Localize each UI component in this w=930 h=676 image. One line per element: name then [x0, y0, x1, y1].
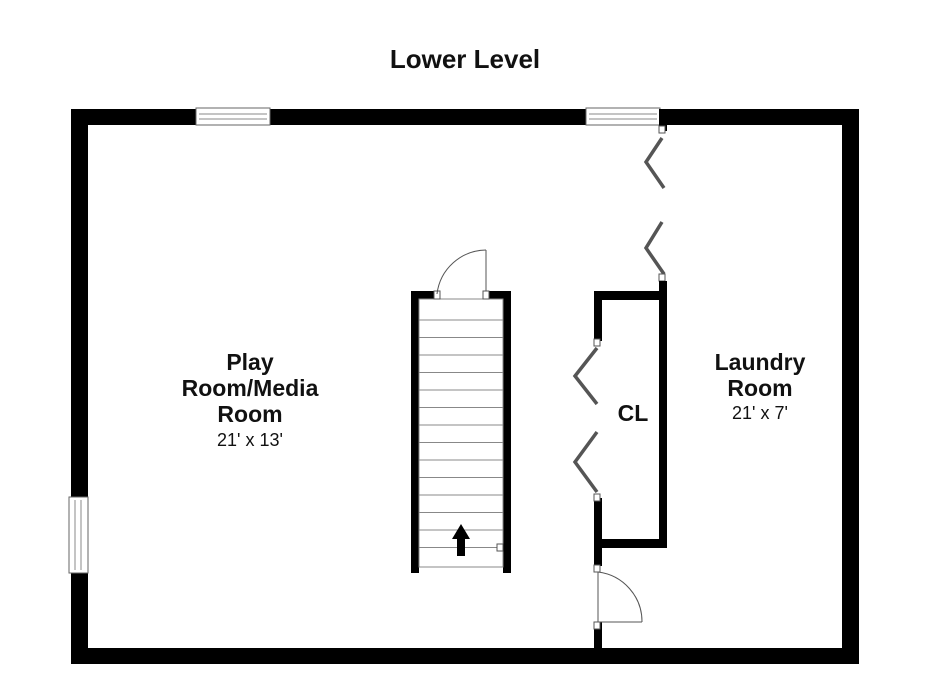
- closet-left-wall-lower: [594, 498, 602, 566]
- stair-up-arrow-icon: [452, 524, 470, 556]
- plan-title: Lower Level: [390, 44, 540, 74]
- bifold-door-laundry-upper: [643, 109, 667, 282]
- stair-left-wall: [411, 291, 419, 573]
- play-room-name-line-3: Room: [217, 401, 282, 427]
- closet-right-wall: [659, 281, 667, 548]
- laundry-room-name-line-1: Laundry: [715, 349, 806, 375]
- right-wall: [842, 109, 859, 664]
- laundry-room-dimensions: 21' x 7': [732, 403, 788, 423]
- play-room-name-line-2: Room/Media: [182, 375, 319, 401]
- play-room-dimensions: 21' x 13': [217, 430, 283, 450]
- closet-name: CL: [618, 400, 649, 426]
- window-left: [68, 496, 90, 574]
- closet-walls: [594, 281, 667, 664]
- left-wall: [71, 109, 88, 664]
- laundry-room-name-line-2: Room: [727, 375, 792, 401]
- top-wall: [71, 109, 859, 125]
- stair-right-wall: [503, 291, 511, 573]
- label-closet: CL: [618, 400, 649, 426]
- closet-top-wall: [594, 291, 667, 300]
- bottom-wall: [71, 648, 859, 664]
- staircase: [411, 249, 511, 573]
- closet-bottom-wall: [594, 539, 667, 548]
- play-room-name-line-1: Play: [226, 349, 274, 375]
- swing-door-bottom: [593, 564, 643, 630]
- stair-door: [433, 249, 490, 300]
- bifold-door-closet: [572, 338, 601, 502]
- label-laundry-room: Laundry Room 21' x 7': [715, 349, 806, 423]
- label-play-room: Play Room/Media Room 21' x 13': [182, 349, 319, 450]
- closet-left-wall-upper: [594, 291, 602, 341]
- window-top-right: [585, 107, 661, 127]
- closet-left-wall-bottom: [594, 622, 602, 664]
- window-top-left: [195, 107, 271, 127]
